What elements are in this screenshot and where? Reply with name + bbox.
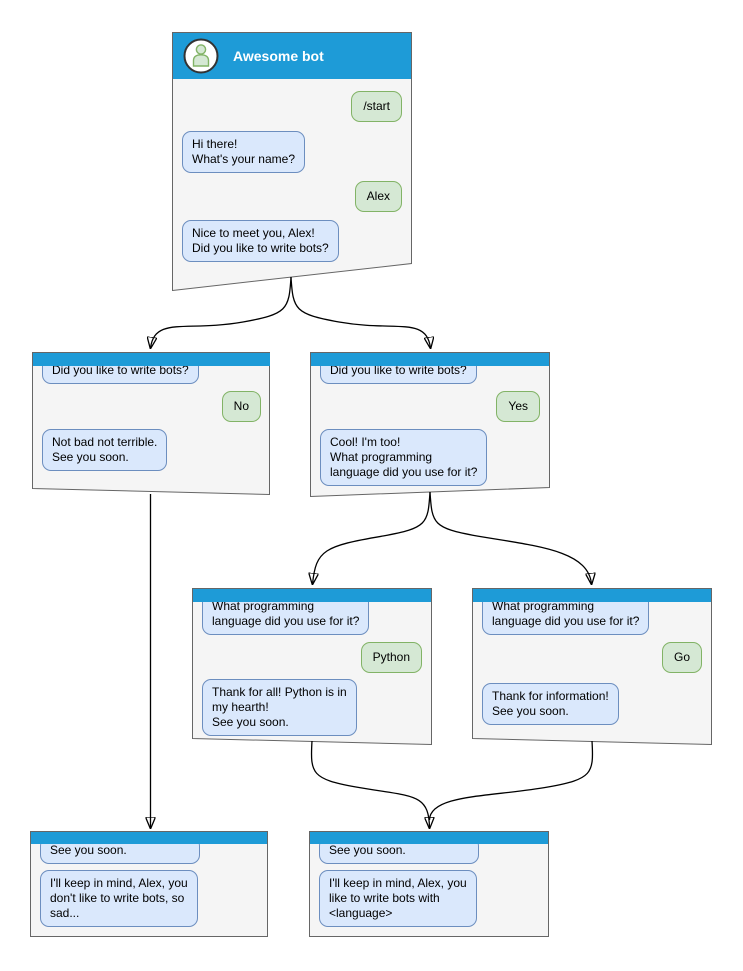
window-titlebar xyxy=(33,353,270,366)
chat-window-branch-yes: Did you like to write bots? Yes Cool! I'… xyxy=(310,352,550,497)
arrow-python-to-end xyxy=(310,740,429,828)
window-titlebar xyxy=(310,832,548,844)
bot-title: Awesome bot xyxy=(233,48,324,64)
chat-window-go: What programming language did you use fo… xyxy=(472,588,712,745)
arrow-go-to-end xyxy=(428,740,594,821)
bot-message-bubble: Nice to meet you, Alex! Did you like to … xyxy=(182,220,339,262)
user-message-bubble: Python xyxy=(360,642,422,673)
bot-avatar-icon xyxy=(183,38,219,74)
window-titlebar xyxy=(193,589,431,602)
user-message-bubble: Alex xyxy=(354,181,402,212)
bot-message-bubble: I'll keep in mind, Alex, you like to wri… xyxy=(319,870,477,927)
bot-message-bubble: Not bad not terrible. See you soon. xyxy=(42,429,168,471)
bot-message-bubble: Cool! I'm too! What programming language… xyxy=(320,429,488,486)
arrow-yes-to-go xyxy=(429,491,592,584)
chat-window-main: Awesome bot /start Hi there! What's your… xyxy=(172,32,412,291)
window-titlebar xyxy=(311,353,549,366)
bot-message-bubble: Thank for information! See you soon. xyxy=(482,683,619,725)
bot-message-bubble: Thank for all! Python is in my hearth! S… xyxy=(202,679,357,736)
bot-message-bubble: Hi there! What's your name? xyxy=(182,131,306,173)
window-titlebar xyxy=(31,832,267,844)
chat-window-python: What programming language did you use fo… xyxy=(192,588,432,745)
bot-message-bubble: I'll keep in mind, Alex, you don't like … xyxy=(40,870,198,927)
user-message-bubble: Go xyxy=(661,642,702,673)
user-message-bubble: No xyxy=(221,391,261,422)
chat-window-branch-no: Did you like to write bots? No Not bad n… xyxy=(32,352,271,496)
arrow-yes-to-python xyxy=(313,491,431,584)
chat-window-end-yes: See you soon. I'll keep in mind, Alex, y… xyxy=(309,831,549,937)
chat-window-end-no: See you soon. I'll keep in mind, Alex, y… xyxy=(30,831,268,937)
window-titlebar: Awesome bot xyxy=(173,33,411,79)
window-titlebar xyxy=(473,589,711,602)
user-message-bubble: /start xyxy=(351,91,402,122)
user-message-bubble: Yes xyxy=(496,391,540,422)
